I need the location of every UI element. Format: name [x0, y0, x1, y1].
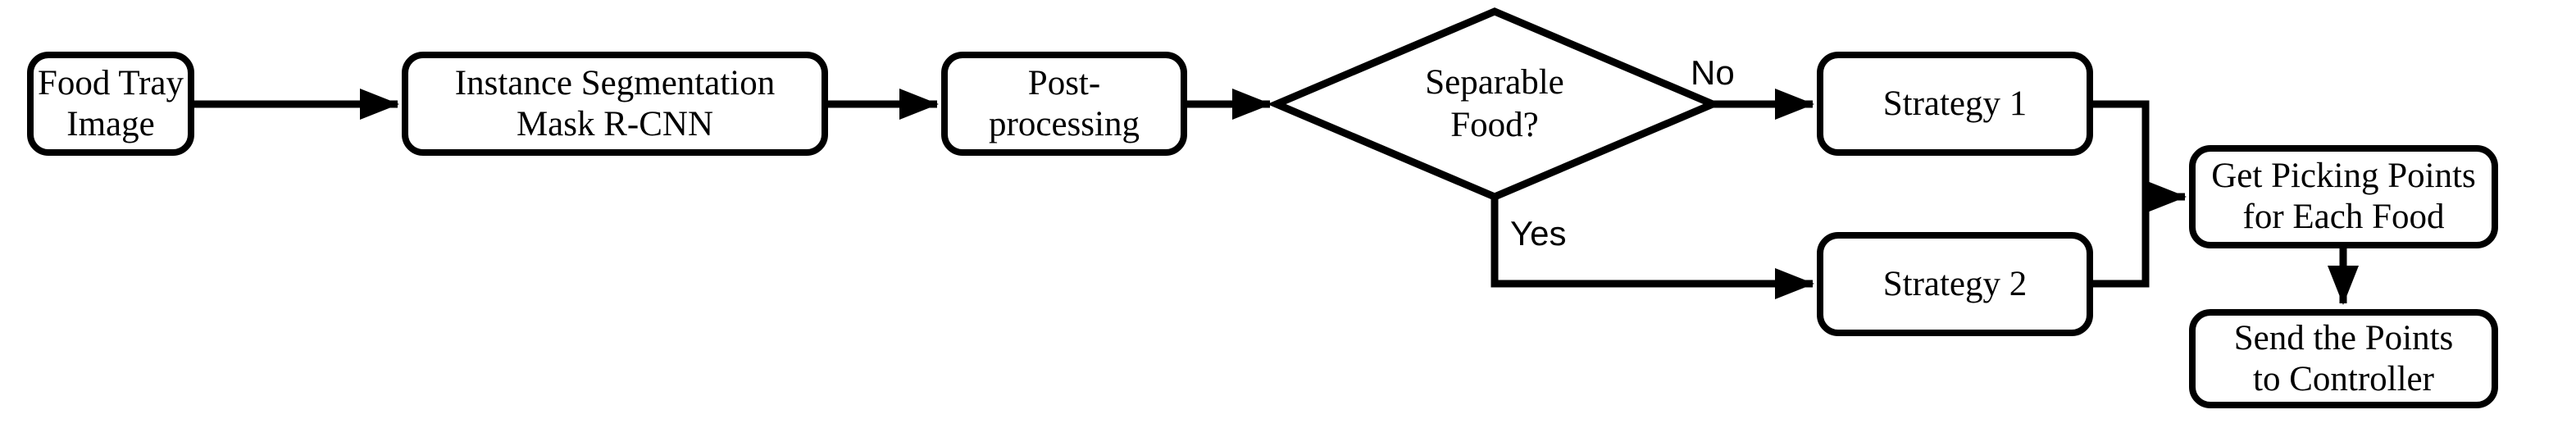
node-label-line: Food Tray: [37, 63, 184, 102]
node-label-line: Strategy 1: [1882, 84, 2028, 123]
node-label-line: Food?: [1450, 106, 1539, 144]
node-food-tray-image: Food Tray Image: [27, 52, 194, 156]
node-send-points-to-controller: Send the Points to Controller: [2189, 309, 2498, 408]
arrow-yes-to-strategy2: [1491, 197, 1814, 299]
decision-separable-food-label: Separable Food?: [1331, 35, 1659, 173]
node-label-line: to Controller: [2253, 359, 2434, 398]
node-label-line: Image: [66, 104, 155, 143]
node-label-line: for Each Food: [2242, 198, 2445, 236]
edge-label-yes: Yes: [1510, 214, 1567, 253]
node-label-line: Instance Segmentation: [454, 63, 776, 102]
merge-bracket-line: [2093, 100, 2150, 288]
node-label-line: Post-: [1027, 63, 1101, 102]
node-strategy-1: Strategy 1: [1817, 52, 2093, 156]
node-strategy-2: Strategy 2: [1817, 232, 2093, 336]
node-post-processing: Post- processing: [941, 52, 1187, 156]
node-label-line: Strategy 2: [1882, 264, 2028, 303]
node-label-line: processing: [989, 104, 1140, 143]
edge-label-no: No: [1691, 53, 1735, 92]
node-label-line: Send the Points: [2233, 318, 2454, 357]
node-label-line: Get Picking Points: [2211, 157, 2476, 195]
node-instance-segmentation: Instance Segmentation Mask R-CNN: [402, 52, 828, 156]
node-label-line: Mask R-CNN: [516, 104, 714, 143]
node-get-picking-points: Get Picking Points for Each Food: [2189, 145, 2498, 248]
node-label-line: Separable: [1425, 63, 1564, 102]
